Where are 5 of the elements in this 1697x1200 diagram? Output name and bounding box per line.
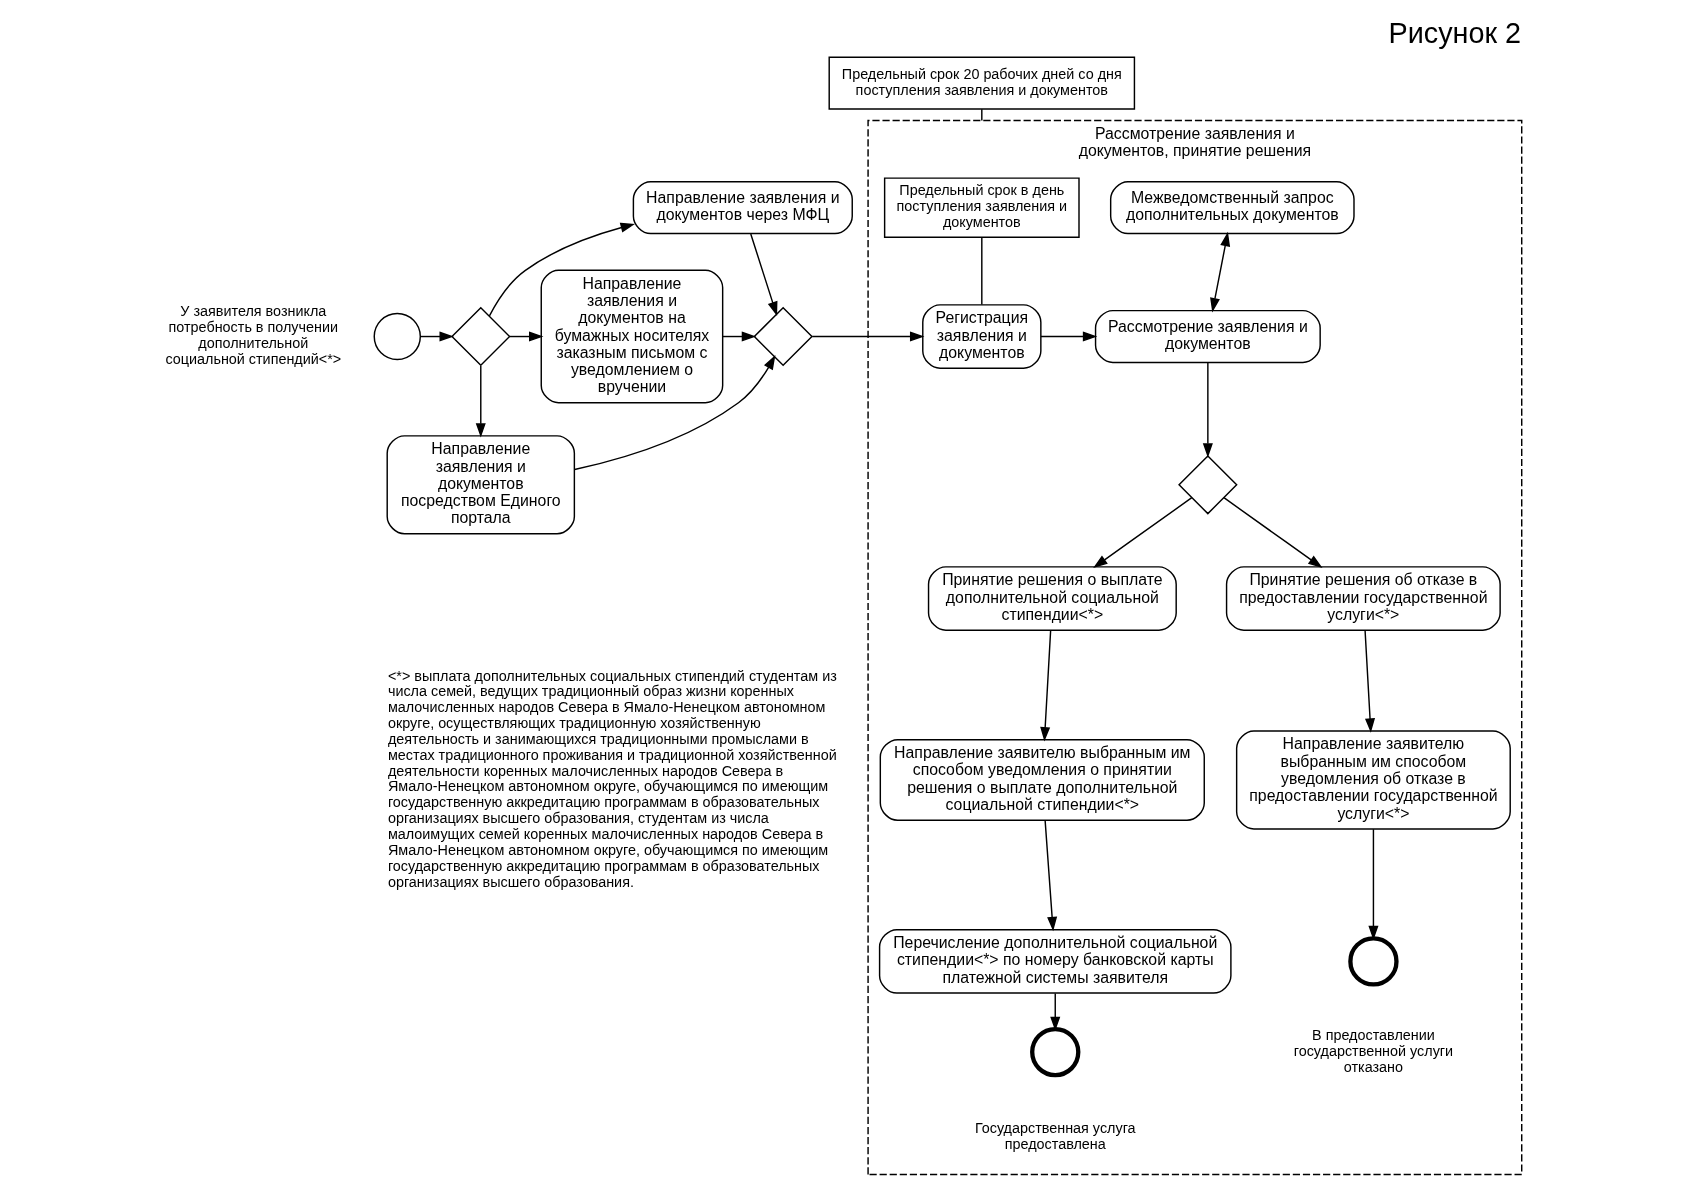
label: <*> выплата дополнительных социальных стипендий студентам из числа семей, ведущих традиционный образ жизни коренных малочисленных народов Севера в Ямало-Ненецком автономном округе, осуществляющих традиционную хозяйственную деятельность и занимающихся традиционными промыслами в местах традиционного проживания и традиционной хозяйственной деятельности коренных малочисленных народов Севера в Ямало-Ненецком автономном округе, обучающимся по имеющим государственную аккредитацию программам в образовательных организациях высшего образования, студентам из числа малоимущих семей коренных малочисленных народов Севера в Ямало-Ненецком автономном округе, обучающимся по имеющим государственную аккредитацию программам в образовательных организациях высшего образования. xyxy=(387,667,837,890)
diagram-title: Рисунок 2 xyxy=(1387,16,1521,49)
node-label: У заявителя возникла потребность в получении дополнительной социальной стипендий<*> xyxy=(164,303,341,367)
node-label: Государственная услуга предоставлена xyxy=(974,1119,1136,1152)
node-label: В предоставлении государственной услуги отказано xyxy=(1293,1026,1453,1075)
